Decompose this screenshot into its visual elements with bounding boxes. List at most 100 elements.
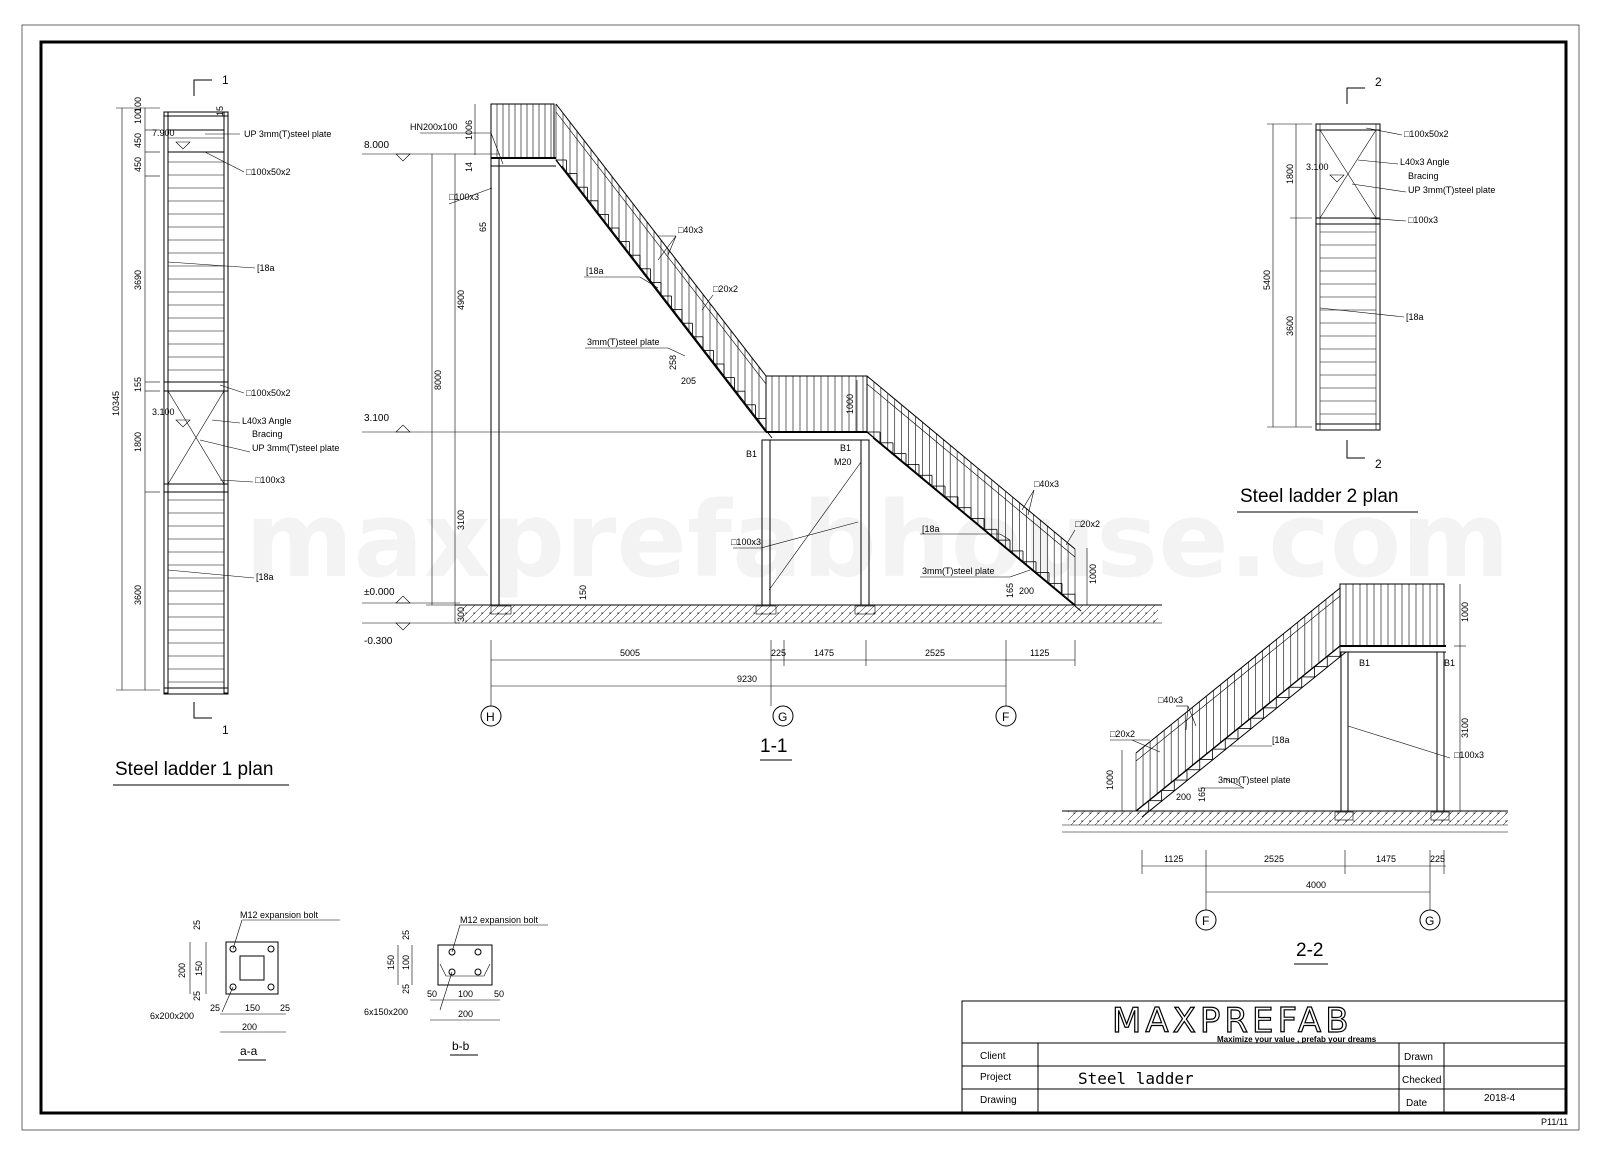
elevation22-view: 1000 3100 1000 200 165 □40x3 □20x2 [18a … [1062, 583, 1508, 965]
plan1-elevation-lower: 3.100 [152, 407, 175, 417]
plan1-elevation-upper: 7.900 [152, 128, 175, 138]
client-label: Client [980, 1051, 1006, 1062]
aa-dim-25-bottom: 25 [192, 991, 202, 1001]
e22-dim-2525: 2525 [1264, 854, 1284, 864]
e22-label-baluster: □40x3 [1158, 695, 1183, 705]
plan1-dim-450a: 450 [133, 133, 143, 148]
plan1-title: Steel ladder 1 plan [115, 759, 273, 780]
e22-label-channel: [18a [1272, 735, 1290, 745]
elevation22-flight [1135, 587, 1347, 818]
bb-dim-150-v: 150 [386, 955, 396, 970]
e22-label-b1-right: B1 [1444, 658, 1455, 668]
e11-dim-65: 65 [478, 222, 488, 232]
plan1-dim-155: 155 [133, 377, 143, 392]
detail-bb: M12 expansion bolt 6x150x200 25 100 25 1… [364, 915, 548, 1056]
e11-dim-4900: 4900 [456, 290, 466, 310]
aa-plate-label: 6x200x200 [150, 1011, 194, 1021]
e22-dim-3100: 3100 [1460, 718, 1470, 738]
bb-bolt-label: M12 expansion bolt [460, 915, 539, 925]
e22-dim-1125: 1125 [1164, 854, 1183, 864]
level-0000: ±0.000 [364, 587, 395, 598]
plan2-label-channel: [18a [1406, 312, 1424, 322]
bb-plate-label: 6x150x200 [364, 1007, 408, 1017]
e11-dim-3100: 3100 [456, 510, 466, 530]
bb-dim-25-top: 25 [401, 930, 411, 940]
e22-dim-165: 165 [1197, 787, 1207, 802]
plan1-label-channel-upper: [18a [257, 263, 275, 273]
aa-dim-25-right: 25 [280, 1003, 290, 1013]
plan2-dim-3600: 3600 [1285, 316, 1295, 336]
plan1-view: 1 1 100 100 15 450 450 3690 [111, 73, 339, 786]
e11-dim-1475: 1475 [814, 648, 834, 658]
plan1-section-mark-bottom: 1 [222, 723, 229, 737]
e11-dim-2525: 2525 [925, 648, 945, 658]
e22-axis-f: F [1202, 914, 1209, 928]
e11-dim-8000: 8000 [433, 370, 443, 390]
e11-dim-1000-low: 1000 [1088, 564, 1098, 584]
aa-dim-150-h: 150 [245, 1003, 260, 1013]
e11-label-plate-a: 3mm(T)steel plate [587, 337, 660, 347]
plan1-label-rhs-top: □100x50x2 [246, 167, 290, 177]
e11-dim-258: 258 [668, 355, 678, 370]
e11-label-baluster-a: □40x3 [678, 225, 703, 235]
aa-bolt-label: M12 expansion bolt [240, 910, 319, 920]
e22-dim-225: 225 [1430, 854, 1445, 864]
level-3100: 3.100 [364, 413, 389, 424]
bb-dim-100-h: 100 [458, 989, 473, 999]
e22-dim-1000-low: 1000 [1105, 770, 1115, 790]
inner-frame [39, 40, 1568, 1115]
plan2-label-bracing: Bracing [1408, 171, 1439, 181]
plan2-view: 2 2 1800 5400 3600 3.100 □100x50x2 L40x3… [1237, 75, 1495, 513]
e22-label-shs: □100x3 [1454, 750, 1484, 760]
e11-dim-300: 300 [456, 607, 466, 622]
plan1-dim-3600: 3600 [133, 585, 143, 605]
e11-dim-9230: 9230 [737, 674, 757, 684]
plan1-dim-100b: 100 [133, 97, 143, 112]
plan2-section-mark-bottom: 2 [1375, 457, 1382, 471]
date-label: Date [1406, 1098, 1428, 1109]
plan2-section-mark-top: 2 [1375, 75, 1382, 89]
plan2-title: Steel ladder 2 plan [1240, 486, 1398, 507]
axis-h: H [486, 710, 495, 724]
e11-label-baluster-b: □40x3 [1034, 479, 1059, 489]
elevation11-title: 1-1 [760, 736, 787, 757]
e11-dim-1125: 1125 [1030, 648, 1049, 658]
level-8000: 8.000 [364, 140, 389, 151]
bb-dim-50-left: 50 [427, 989, 437, 999]
elevation11-view: 8.000 3.100 ±0.000 -0.300 8000 4900 3100… [362, 103, 1162, 761]
e11-label-rail-b: □20x2 [1075, 519, 1100, 529]
e11-dim-150: 150 [578, 585, 588, 600]
e11-label-shs-col: □100x3 [449, 192, 479, 202]
drawn-label: Drawn [1404, 1052, 1433, 1063]
bb-dim-50-right: 50 [494, 989, 504, 999]
plan1-dim-total: 10345 [111, 391, 121, 416]
e11-dim-225: 225 [771, 648, 786, 658]
e11-dim-5005: 5005 [620, 648, 640, 658]
project-label: Project [980, 1072, 1011, 1083]
e11-dim-205: 205 [681, 376, 696, 386]
plan1-dim-100a: 100 [133, 109, 143, 124]
e11-dim-1000-mid: 1000 [845, 394, 855, 414]
e11-label-channel-a: [18a [586, 266, 604, 276]
aa-dim-200-h: 200 [242, 1022, 257, 1032]
company-slogan: Maximize your value , prefab your dreams [1217, 1035, 1377, 1044]
axis-g: G [778, 710, 787, 724]
plan2-label-angle: L40x3 Angle [1400, 157, 1450, 167]
plan1-label-channel-lower: [18a [256, 572, 274, 582]
checked-label: Checked [1402, 1075, 1441, 1086]
e11-label-rail-a: □20x2 [713, 284, 738, 294]
plan2-elevation: 3.100 [1306, 162, 1329, 172]
e11-label-plate-b: 3mm(T)steel plate [922, 566, 995, 576]
e11-label-channel-b: [18a [922, 524, 940, 534]
e11-label-b1-right: B1 [840, 443, 851, 453]
watermark: maxprefabhouse.com [245, 479, 1510, 601]
plan1-dim-3690: 3690 [133, 270, 143, 290]
e22-dim-1000-top: 1000 [1460, 602, 1470, 622]
lower-flight [866, 375, 1082, 612]
company-logo: MAXPREFAB [1112, 1001, 1353, 1041]
plan1-label-bracing: Bracing [252, 429, 283, 439]
detail-aa: M12 expansion bolt 6x200x200 25 150 25 2… [150, 910, 340, 1061]
elevation22-title: 2-2 [1296, 940, 1323, 961]
bb-title: b-b [452, 1039, 470, 1053]
bb-dim-200-h: 200 [458, 1009, 473, 1019]
